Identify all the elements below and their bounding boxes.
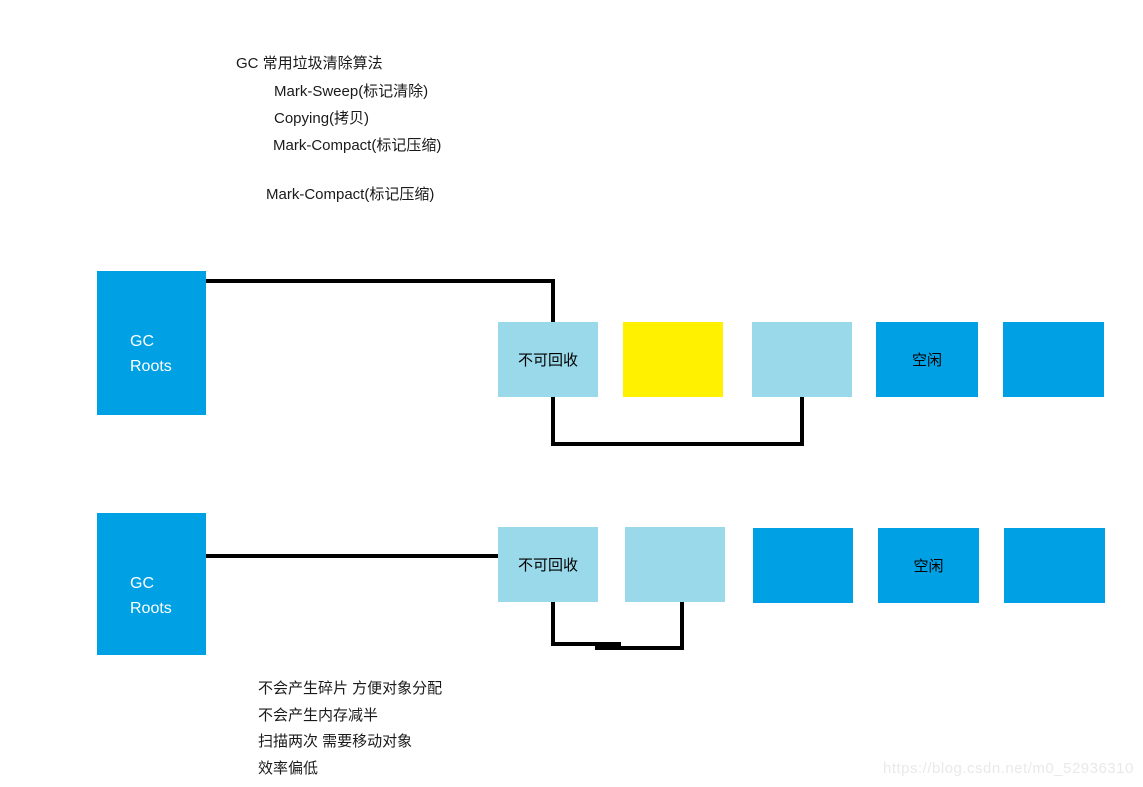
header-note-mark-sweep: Mark-Sweep(标记清除) — [274, 83, 429, 100]
connector-line — [595, 646, 684, 650]
memory-block-live-2 — [625, 527, 725, 602]
memory-block-free-2: 空闲 — [878, 528, 979, 603]
footer-note-2: 不会产生内存减半 — [258, 707, 379, 724]
gc-roots-label-line1: GC — [130, 333, 154, 350]
connector-line — [551, 396, 555, 446]
connector-line — [206, 554, 503, 558]
memory-block-unreclaimable-2: 不可回收 — [498, 527, 598, 602]
memory-block-unreclaimable-1: 不可回收 — [498, 322, 598, 397]
connector-line — [206, 279, 555, 283]
memory-block-live-1 — [752, 322, 852, 397]
connector-line — [551, 642, 621, 646]
header-note-copying: Copying(拷贝) — [274, 110, 370, 127]
footer-note-3: 扫描两次 需要移动对象 — [258, 733, 413, 750]
gc-roots-box-1: GC Roots — [97, 271, 206, 415]
connector-line — [551, 442, 804, 446]
memory-block-garbage-yellow — [623, 322, 723, 397]
gc-roots-label-line2: Roots — [130, 358, 172, 375]
header-note-mark-compact-2: Mark-Compact(标记压缩) — [266, 186, 435, 203]
block-label: 空闲 — [913, 558, 944, 575]
connector-line — [680, 602, 684, 646]
block-label: 不可回收 — [517, 352, 578, 369]
block-label: 空闲 — [911, 352, 942, 369]
footer-note-1: 不会产生碎片 方便对象分配 — [258, 680, 443, 697]
header-note-mark-compact: Mark-Compact(标记压缩) — [273, 137, 442, 154]
footer-note-4: 效率偏低 — [258, 760, 319, 777]
memory-block-plain-2b — [1004, 528, 1105, 603]
gc-roots-box-2: GC Roots — [97, 513, 206, 655]
block-label: 不可回收 — [517, 557, 578, 574]
connector-line — [551, 601, 555, 646]
watermark-url: https://blog.csdn.net/m0_52936310 — [883, 760, 1134, 777]
memory-block-free-1: 空闲 — [876, 322, 978, 397]
header-note-title: GC 常用垃圾清除算法 — [236, 55, 383, 72]
memory-block-plain-2a — [753, 528, 853, 603]
connector-line — [800, 396, 804, 446]
gc-roots-label-line2: Roots — [130, 600, 172, 617]
gc-roots-label-line1: GC — [130, 575, 154, 592]
memory-block-plain-1 — [1003, 322, 1104, 397]
connector-line — [551, 279, 555, 324]
